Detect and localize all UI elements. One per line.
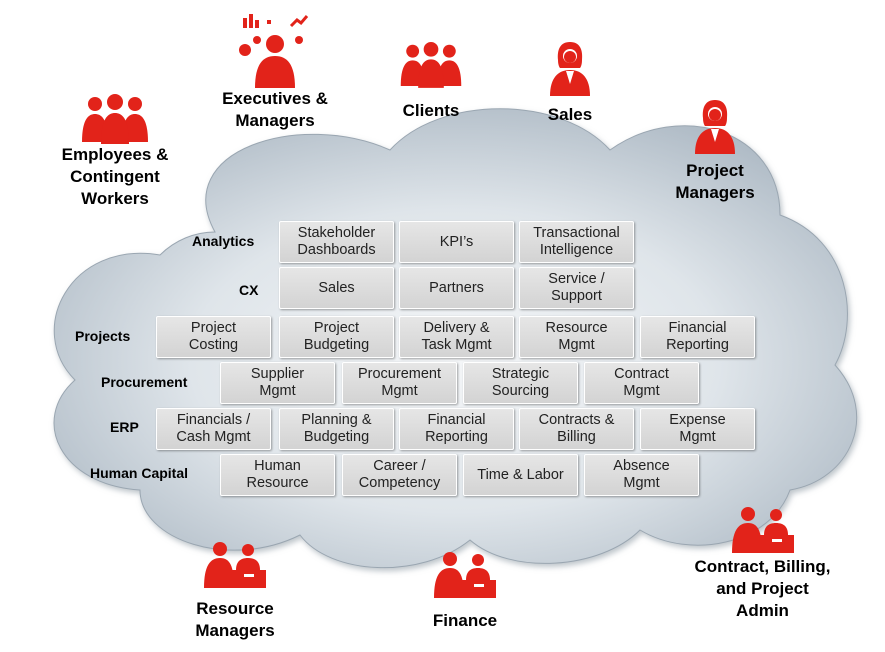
persona-employees: Employees & Contingent Workers	[45, 92, 185, 210]
persona-contract-admin: Contract, Billing, and Project Admin	[680, 505, 845, 622]
capability-box: Project Costing	[156, 316, 271, 358]
woman-icon	[695, 100, 735, 154]
capability-box: Expense Mgmt	[640, 408, 755, 450]
capability-box: Sales	[279, 267, 394, 309]
persona-label: Finance	[432, 611, 498, 630]
people-at-desk-icon	[434, 552, 496, 598]
persona-label: Project Managers	[675, 161, 755, 202]
row-label-cx: CX	[239, 282, 259, 298]
capability-box: Project Budgeting	[279, 316, 394, 358]
row-label-erp: ERP	[110, 419, 139, 435]
persona-finance: Finance	[410, 550, 520, 632]
persona-label: Resource Managers	[195, 599, 275, 640]
persona-project-managers: Project Managers	[660, 98, 770, 204]
persona-label: Clients	[402, 101, 460, 120]
capability-box: Financial Reporting	[399, 408, 514, 450]
capability-box: Planning & Budgeting	[279, 408, 394, 450]
capability-box: Human Resource	[220, 454, 335, 496]
capability-box: Procurement Mgmt	[342, 362, 457, 404]
group-of-three-people-icon	[82, 94, 148, 144]
persona-resource-managers: Resource Managers	[165, 540, 305, 642]
capability-box: Partners	[399, 267, 514, 309]
capability-box: Stakeholder Dashboards	[279, 221, 394, 263]
row-label-projects: Projects	[75, 328, 131, 344]
capability-box: Financials / Cash Mgmt	[156, 408, 271, 450]
persona-executives: Executives & Managers	[205, 12, 345, 132]
capability-box: Delivery & Task Mgmt	[399, 316, 514, 358]
capability-box: Service / Support	[519, 267, 634, 309]
capability-box: KPI’s	[399, 221, 514, 263]
people-at-desk-icon	[204, 542, 266, 588]
executive-with-charts-icon	[239, 14, 309, 88]
persona-label: Sales	[547, 105, 593, 124]
persona-label: Contract, Billing, and Project Admin	[694, 557, 831, 620]
capability-box: Absence Mgmt	[584, 454, 699, 496]
capability-box: Contracts & Billing	[519, 408, 634, 450]
persona-label: Executives & Managers	[222, 89, 328, 130]
persona-clients: Clients	[376, 40, 486, 122]
capability-box: Resource Mgmt	[519, 316, 634, 358]
row-label-human-capital: Human Capital	[90, 465, 189, 481]
persona-label: Employees & Contingent Workers	[61, 145, 169, 208]
capability-box: Contract Mgmt	[584, 362, 699, 404]
capability-box: Financial Reporting	[640, 316, 755, 358]
persona-sales: Sales	[530, 40, 610, 126]
capability-box: Time & Labor	[463, 454, 578, 496]
people-at-desk-icon	[731, 507, 794, 553]
capability-box: Supplier Mgmt	[220, 362, 335, 404]
row-label-analytics: Analytics	[192, 233, 255, 249]
row-label-procurement: Procurement	[101, 374, 188, 390]
group-of-three-people-icon	[400, 42, 462, 88]
capability-box: Transactional Intelligence	[519, 221, 634, 263]
capability-box: Strategic Sourcing	[463, 362, 578, 404]
capability-box: Career / Competency	[342, 454, 457, 496]
woman-icon	[550, 42, 590, 96]
